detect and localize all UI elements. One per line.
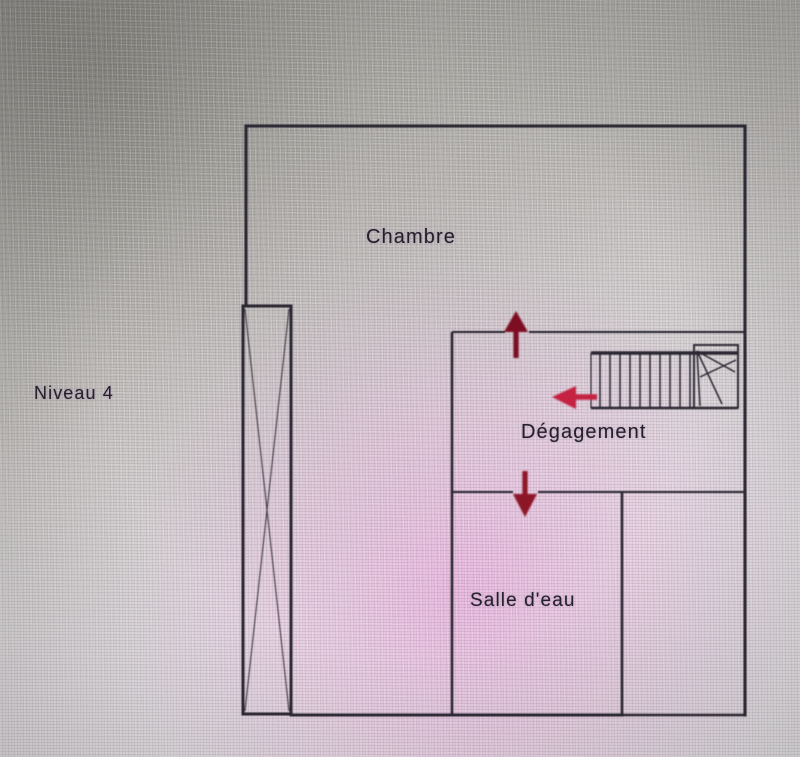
level-label: Niveau 4 [34,383,114,404]
room-label-degagement: Dégagement [521,421,647,444]
fixture-staircase [590,344,739,410]
room-label-salle-deau: Salle d'eau [470,590,576,612]
room-label-chambre: Chambre [366,226,456,249]
annotation-arrow-up [504,311,528,358]
annotation-arrow-down [513,471,537,517]
annotation-arrow-left [552,386,597,409]
room-degagement-walls [450,330,745,494]
fixture-closet [241,304,293,716]
room-salle-deau-walls [450,492,624,715]
